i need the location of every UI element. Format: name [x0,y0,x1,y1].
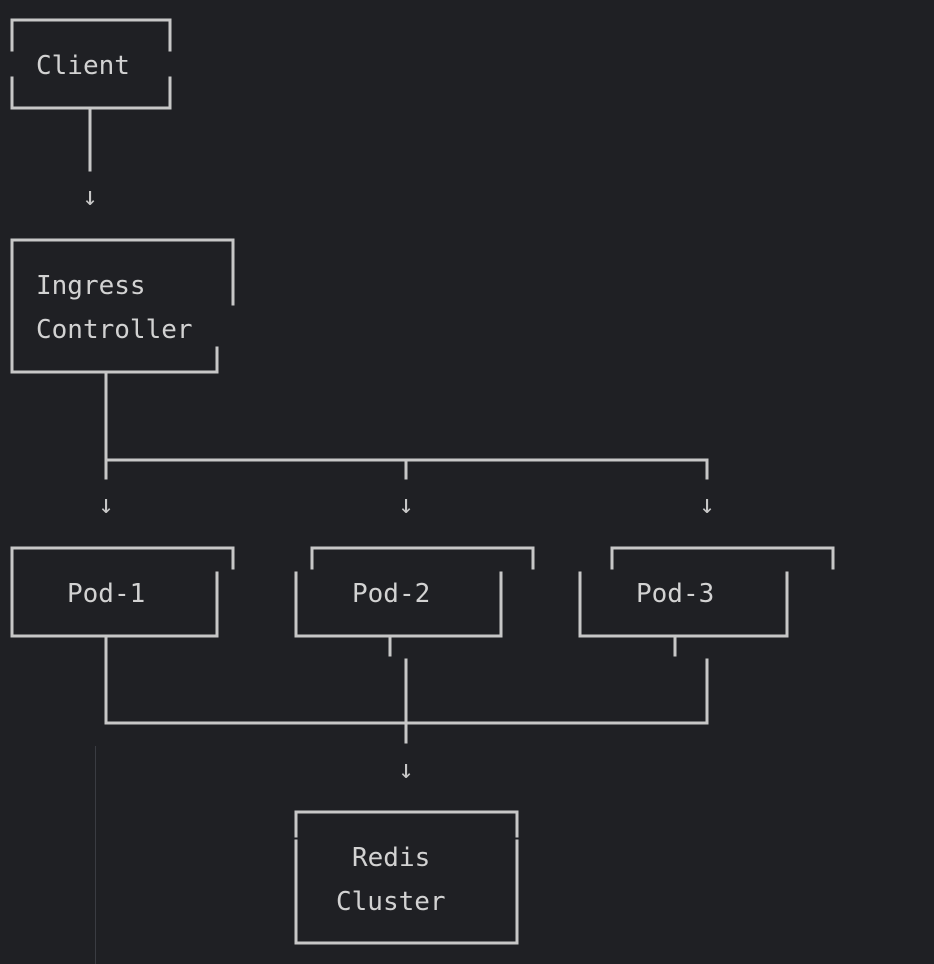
pod3-label: Pod-3 [636,579,714,609]
pod2-box-border [294,546,535,638]
redis-label-line2: Cluster [336,887,446,917]
client-box-border [10,18,172,110]
pod1-box-border [10,546,235,638]
node-ingress: Ingress Controller [10,238,235,374]
node-pod-1: Pod-1 [10,546,235,638]
arrow-down-icon: ↓ [699,490,715,520]
node-client: Client [10,18,172,110]
node-redis: Redis Cluster [294,810,519,945]
fanout-lines [104,370,709,480]
arrow-down-icon: ↓ [98,490,114,520]
edge-ingress-fanout: ↓ ↓ ↓ [98,370,715,520]
redis-box-border [294,810,519,945]
merge-lines [104,634,709,744]
edge-client-ingress: ↓ [82,106,98,212]
pod3-box-border [578,546,835,638]
node-pod-3: Pod-3 [578,546,835,638]
arrow-down-icon: ↓ [398,755,414,785]
pod2-label: Pod-2 [352,579,430,609]
ingress-box-border [10,238,235,374]
ingress-label-line2: Controller [36,315,193,345]
client-label: Client [36,51,130,81]
edge-pods-redis: ↓ [104,634,709,785]
node-pod-2: Pod-2 [294,546,535,638]
redis-label-line1: Redis [352,843,430,873]
arrow-down-icon: ↓ [398,490,414,520]
arrow-down-icon: ↓ [82,182,98,212]
ingress-label-line1: Ingress [36,271,146,301]
pod1-label: Pod-1 [67,579,145,609]
